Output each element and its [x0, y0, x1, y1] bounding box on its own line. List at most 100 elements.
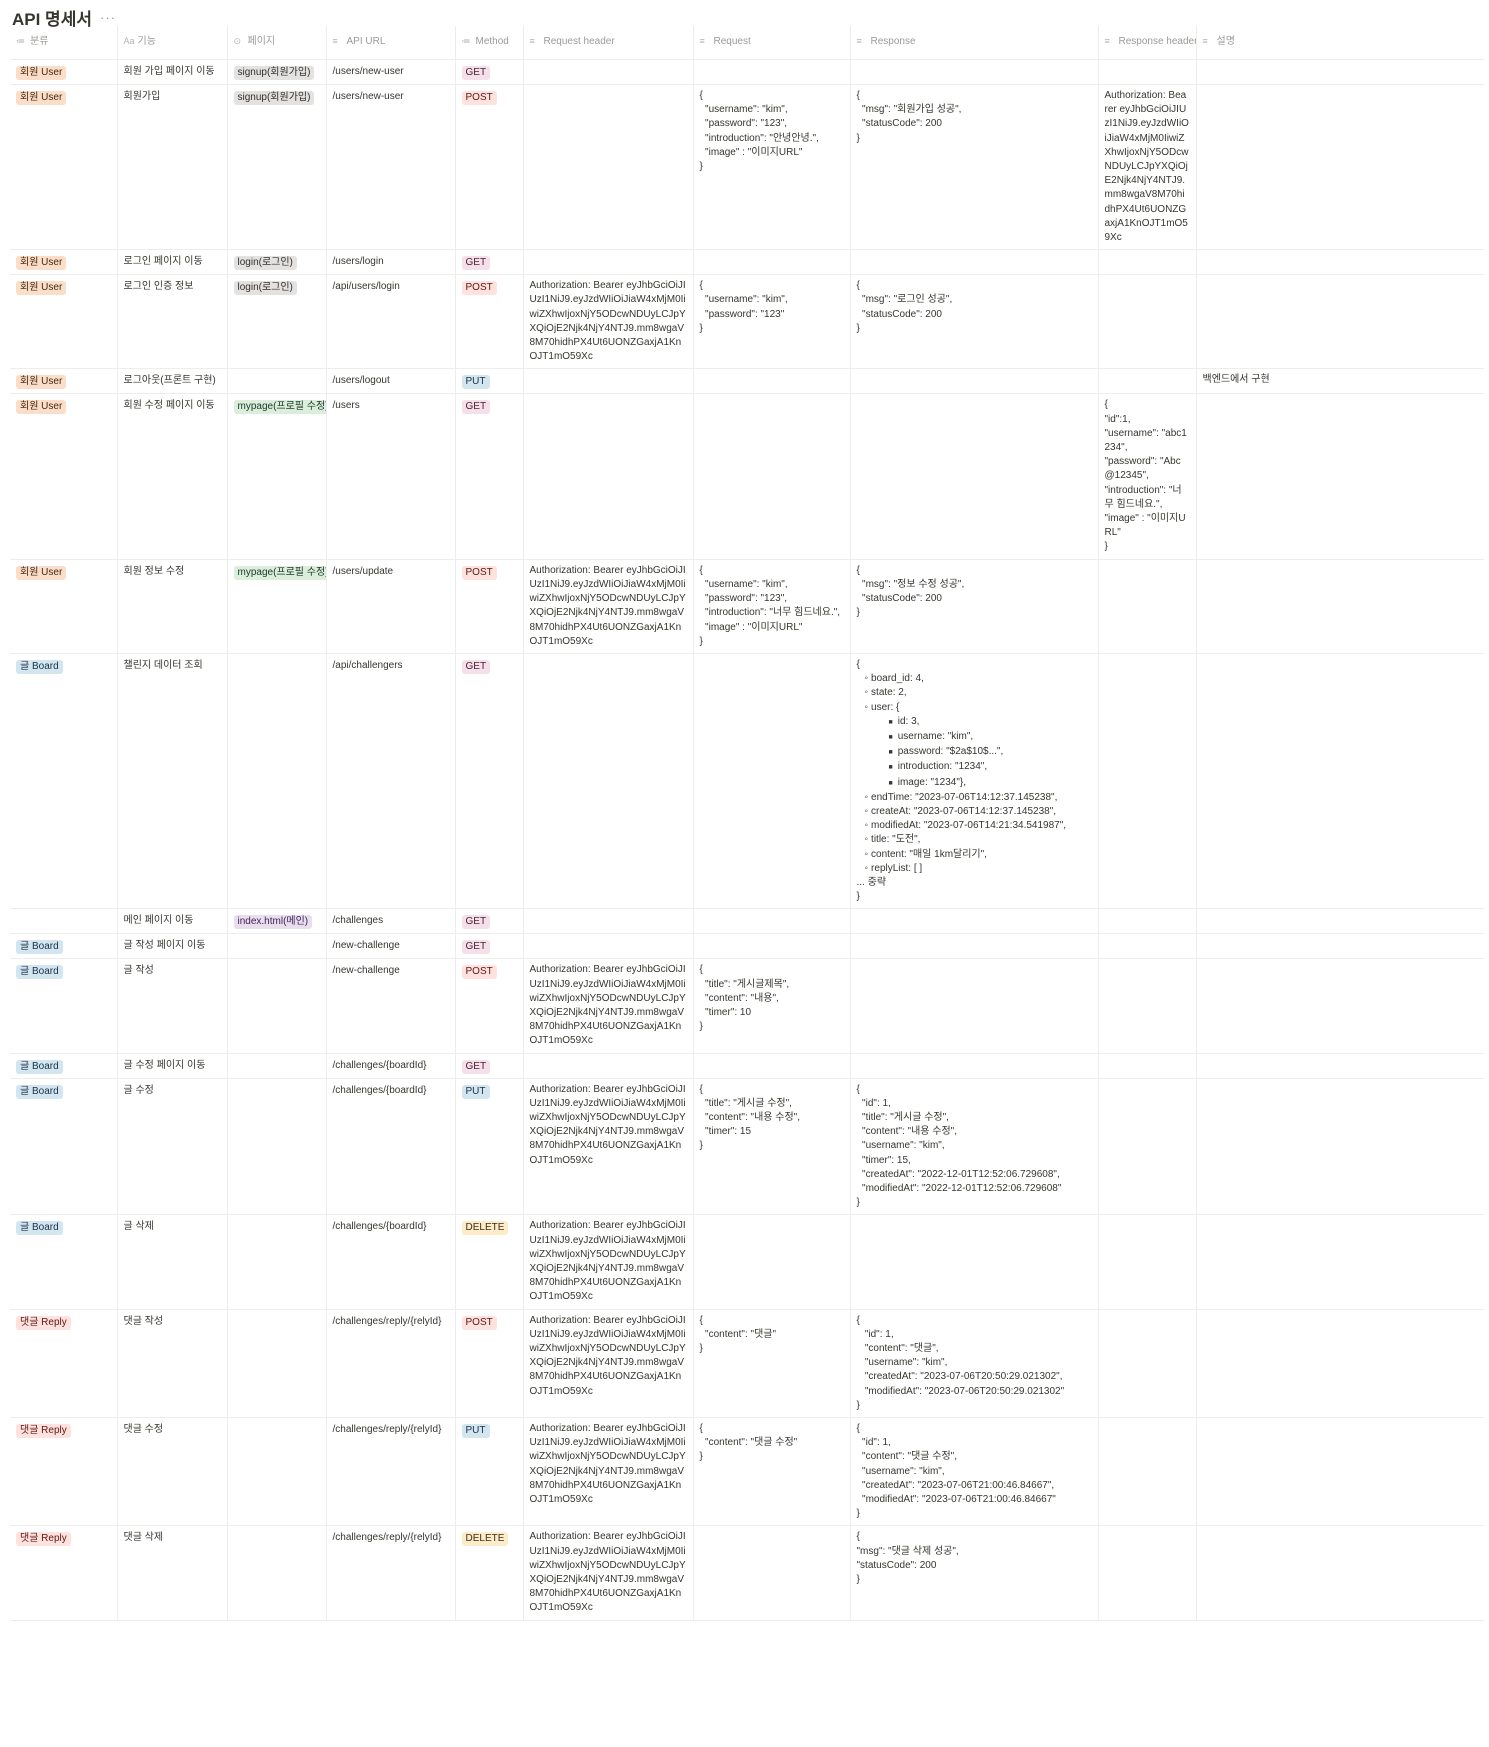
response-header-cell[interactable] — [1097, 933, 1197, 960]
response-header-cell[interactable] — [1097, 1525, 1197, 1621]
description-cell[interactable] — [1195, 1417, 1484, 1527]
column-header-api-url[interactable]: ≡API URL — [325, 26, 456, 60]
api-url-cell[interactable]: /challenges/{boardId} — [325, 1214, 456, 1310]
response-cell[interactable] — [849, 393, 1099, 560]
category-cell[interactable]: 글 Board — [10, 958, 118, 1054]
page-cell[interactable]: mypage(프로필 수정) — [226, 393, 327, 560]
category-cell[interactable]: 회원 User — [10, 393, 118, 560]
feature-cell[interactable]: 글 작성 — [116, 958, 228, 1054]
description-cell[interactable] — [1195, 958, 1484, 1054]
description-cell[interactable] — [1195, 1525, 1484, 1621]
category-cell[interactable]: 댓글 Reply — [10, 1417, 118, 1527]
response-cell[interactable] — [849, 59, 1099, 85]
response-cell[interactable] — [849, 1052, 1099, 1079]
api-url-cell[interactable]: /challenges/reply/{relyId} — [325, 1308, 456, 1419]
request-cell[interactable] — [692, 1052, 851, 1079]
request-header-cell[interactable] — [522, 59, 694, 85]
method-cell[interactable]: POST — [454, 1308, 524, 1419]
feature-cell[interactable]: 글 수정 — [116, 1077, 228, 1216]
page-cell[interactable]: login(로그인) — [226, 274, 327, 370]
request-cell[interactable] — [692, 59, 851, 85]
api-url-cell[interactable]: /users/new-user — [325, 83, 456, 251]
method-cell[interactable]: GET — [454, 393, 524, 560]
method-cell[interactable]: GET — [454, 59, 524, 85]
request-cell[interactable] — [692, 393, 851, 560]
response-header-cell[interactable] — [1097, 59, 1197, 85]
feature-cell[interactable]: 메인 페이지 이동 — [116, 908, 228, 935]
page-cell[interactable] — [226, 368, 327, 395]
ellipsis-icon[interactable]: ··· — [99, 9, 116, 25]
page-cell[interactable] — [226, 1417, 327, 1527]
api-url-cell[interactable]: /api/challengers — [325, 652, 456, 910]
request-header-cell[interactable] — [522, 393, 694, 560]
response-cell[interactable]: { "id": 1, "content": "댓글", "username": … — [849, 1308, 1099, 1419]
request-header-cell[interactable]: Authorization: Bearer eyJhbGciOiJIUzI1Ni… — [522, 1308, 694, 1419]
method-cell[interactable]: GET — [454, 1052, 524, 1079]
response-header-cell[interactable] — [1097, 1077, 1197, 1216]
description-cell[interactable] — [1195, 393, 1484, 560]
method-cell[interactable]: GET — [454, 652, 524, 910]
api-url-cell[interactable]: /challenges/{boardId} — [325, 1077, 456, 1216]
description-cell[interactable] — [1195, 652, 1484, 910]
response-header-cell[interactable]: { "id":1, "username": "abc1234", "passwo… — [1097, 393, 1197, 560]
feature-cell[interactable]: 회원 가입 페이지 이동 — [116, 59, 228, 85]
description-cell[interactable] — [1195, 1214, 1484, 1310]
method-cell[interactable]: POST — [454, 83, 524, 251]
response-cell[interactable]: { "id": 1, "title": "게시글 수정", "content":… — [849, 1077, 1099, 1216]
method-cell[interactable]: PUT — [454, 368, 524, 395]
page-cell[interactable] — [226, 958, 327, 1054]
request-cell[interactable] — [692, 249, 851, 276]
request-cell[interactable] — [692, 933, 851, 960]
feature-cell[interactable]: 댓글 작성 — [116, 1308, 228, 1419]
category-cell[interactable] — [10, 908, 118, 935]
request-header-cell[interactable]: Authorization: Bearer eyJhbGciOiJIUzI1Ni… — [522, 1417, 694, 1527]
page-cell[interactable] — [226, 933, 327, 960]
request-header-cell[interactable]: Authorization: Bearer eyJhbGciOiJIUzI1Ni… — [522, 1077, 694, 1216]
response-cell[interactable] — [849, 908, 1099, 935]
api-url-cell[interactable]: /new-challenge — [325, 933, 456, 960]
api-url-cell[interactable]: /new-challenge — [325, 958, 456, 1054]
request-header-cell[interactable] — [522, 933, 694, 960]
response-cell[interactable]: { "msg": "정보 수정 성공", "statusCode": 200 } — [849, 558, 1099, 654]
description-cell[interactable] — [1195, 59, 1484, 85]
request-header-cell[interactable]: Authorization: Bearer eyJhbGciOiJIUzI1Ni… — [522, 274, 694, 370]
request-header-cell[interactable]: Authorization: Bearer eyJhbGciOiJIUzI1Ni… — [522, 1214, 694, 1310]
column-header-category[interactable]: ≔분류 — [10, 26, 118, 60]
request-header-cell[interactable] — [522, 908, 694, 935]
api-url-cell[interactable]: /users/update — [325, 558, 456, 654]
category-cell[interactable]: 댓글 Reply — [10, 1525, 118, 1621]
page-cell[interactable] — [226, 1052, 327, 1079]
response-cell[interactable]: {board_id: 4,state: 2,user: {id: 3,usern… — [849, 652, 1099, 910]
api-url-cell[interactable]: /challenges — [325, 908, 456, 935]
request-cell[interactable] — [692, 368, 851, 395]
response-header-cell[interactable] — [1097, 1214, 1197, 1310]
response-cell[interactable]: { "msg": "댓글 삭제 성공", "statusCode": 200 } — [849, 1525, 1099, 1621]
method-cell[interactable]: POST — [454, 274, 524, 370]
database-title[interactable]: API 명세서 — [12, 9, 92, 29]
response-cell[interactable] — [849, 368, 1099, 395]
column-header-description[interactable]: ≡설명 — [1195, 26, 1484, 60]
response-header-cell[interactable] — [1097, 368, 1197, 395]
response-header-cell[interactable] — [1097, 1308, 1197, 1419]
category-cell[interactable]: 회원 User — [10, 274, 118, 370]
column-header-request-header[interactable]: ≡Request header — [522, 26, 694, 60]
request-cell[interactable] — [692, 1214, 851, 1310]
request-cell[interactable]: { "title": "게시글제목", "content": "내용", "ti… — [692, 958, 851, 1054]
page-cell[interactable] — [226, 652, 327, 910]
description-cell[interactable] — [1195, 558, 1484, 654]
page-cell[interactable] — [226, 1525, 327, 1621]
feature-cell[interactable]: 댓글 삭제 — [116, 1525, 228, 1621]
feature-cell[interactable]: 회원 수정 페이지 이동 — [116, 393, 228, 560]
column-header-response[interactable]: ≡Response — [849, 26, 1099, 60]
page-cell[interactable]: login(로그인) — [226, 249, 327, 276]
feature-cell[interactable]: 댓글 수정 — [116, 1417, 228, 1527]
category-cell[interactable]: 글 Board — [10, 933, 118, 960]
page-cell[interactable]: index.html(메인) — [226, 908, 327, 935]
api-url-cell[interactable]: /challenges/reply/{relyId} — [325, 1417, 456, 1527]
request-cell[interactable] — [692, 908, 851, 935]
